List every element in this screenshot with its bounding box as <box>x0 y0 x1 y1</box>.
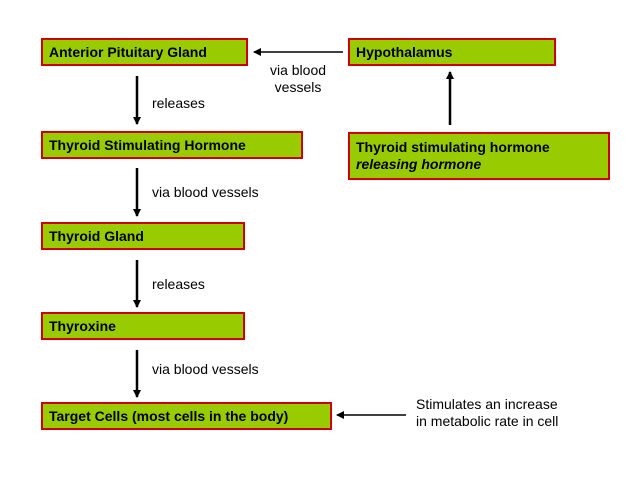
target-cells-label: Target Cells (most cells in the body) <box>49 407 289 424</box>
anterior-pituitary-box: Anterior Pituitary Gland <box>41 38 248 66</box>
target-cells-box: Target Cells (most cells in the body) <box>41 402 332 430</box>
hypothalamus-box: Hypothalamus <box>348 38 556 66</box>
via-blood-vessels-top-label: via blood vessels <box>258 62 338 96</box>
anterior-pituitary-label: Anterior Pituitary Gland <box>49 43 207 60</box>
stimulates-line1: Stimulates an increase <box>416 396 558 412</box>
thyroxine-box: Thyroxine <box>41 312 245 340</box>
stimulates-line2: in metabolic rate in cell <box>416 413 559 429</box>
releases-label-2: releases <box>152 276 205 292</box>
trh-box: Thyroid stimulating hormone releasing ho… <box>348 132 610 180</box>
hypothalamus-label: Hypothalamus <box>356 43 453 60</box>
stimulates-label: Stimulates an increase in metabolic rate… <box>416 396 558 430</box>
via-blood-line1: via blood <box>269 62 327 78</box>
via-blood-vessels-label-1: via blood vessels <box>152 184 259 200</box>
releases-label-1: releases <box>152 95 205 111</box>
trh-label-line2: releasing hormone <box>356 156 482 172</box>
trh-label-line1: Thyroid stimulating hormone <box>356 139 550 155</box>
tsh-label: Thyroid Stimulating Hormone <box>49 136 246 153</box>
tsh-box: Thyroid Stimulating Hormone <box>41 131 303 159</box>
via-blood-line2: vessels <box>274 79 322 95</box>
thyroid-gland-box: Thyroid Gland <box>41 222 245 250</box>
via-blood-vessels-label-2: via blood vessels <box>152 361 259 377</box>
thyroid-gland-label: Thyroid Gland <box>49 227 144 244</box>
thyroxine-label: Thyroxine <box>49 317 116 334</box>
